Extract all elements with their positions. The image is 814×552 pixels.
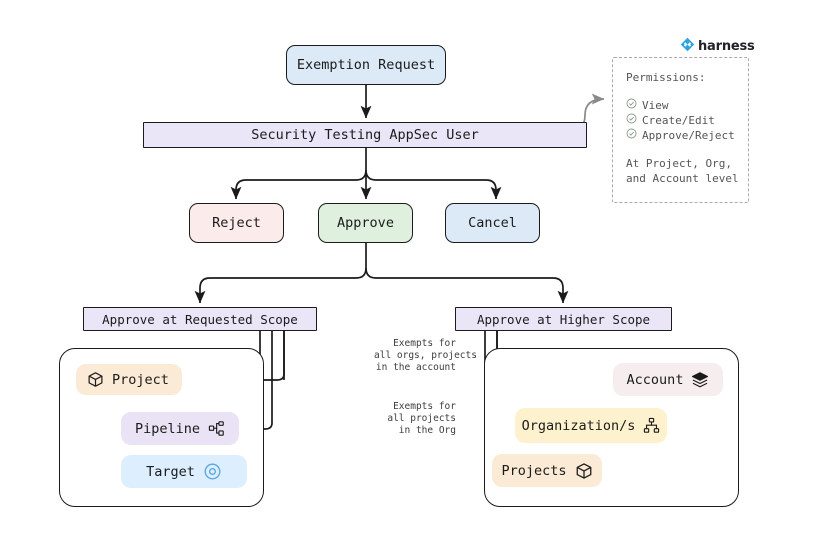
node-graph-icon: [208, 420, 225, 437]
permission-label: View: [642, 99, 669, 112]
check-circle-icon: [626, 113, 637, 128]
cube-icon: [575, 462, 593, 480]
node-exemption-request[interactable]: Exemption Request: [286, 45, 446, 85]
node-label: Cancel: [468, 215, 517, 231]
node-label: Security Testing AppSec User: [251, 127, 479, 143]
node-cancel[interactable]: Cancel: [445, 203, 540, 243]
node-label: Projects: [501, 462, 567, 479]
cube-icon: [87, 371, 104, 388]
node-target[interactable]: Target: [121, 455, 247, 488]
check-circle-icon: [626, 128, 637, 143]
node-label: Pipeline: [134, 420, 201, 437]
permissions-footer: At Project, Org, and Account level: [626, 157, 739, 185]
edge-label-exempts-account: Exempts for all orgs, projects in the ac…: [374, 338, 477, 373]
node-reject[interactable]: Reject: [189, 203, 284, 243]
permissions-panel: Permissions: View Create/Edit: [612, 57, 749, 203]
node-security-testing-appsec-user[interactable]: Security Testing AppSec User: [143, 122, 587, 148]
node-projects[interactable]: Projects: [492, 454, 602, 487]
check-circle-icon: [626, 98, 637, 113]
permissions-title: Permissions:: [626, 71, 706, 84]
node-label: Account: [626, 371, 684, 388]
node-approve-at-requested-scope[interactable]: Approve at Requested Scope: [83, 307, 317, 331]
harness-logo-text: harness: [698, 39, 755, 54]
node-label: Approve at Requested Scope: [102, 311, 298, 327]
node-label: Reject: [212, 215, 261, 231]
node-label: Approve at Higher Scope: [476, 311, 651, 327]
edge-label-exempts-org: Exempts for all projects in the Org: [387, 401, 456, 436]
target-circle-icon: [203, 462, 222, 481]
permission-label: Approve/Reject: [642, 129, 735, 142]
node-label: Project: [112, 371, 169, 388]
permission-item-approve-reject: Approve/Reject: [626, 128, 748, 143]
layers-icon: [691, 371, 709, 389]
node-organizations[interactable]: Organization/s: [515, 408, 667, 443]
node-label: Organization/s: [521, 417, 636, 434]
node-account[interactable]: Account: [613, 363, 723, 396]
permission-label: Create/Edit: [642, 114, 715, 127]
node-label: Exemption Request: [296, 57, 436, 73]
node-label: Target: [146, 463, 195, 480]
node-approve-at-higher-scope[interactable]: Approve at Higher Scope: [455, 307, 672, 331]
permission-item-view: View: [626, 98, 748, 113]
permission-item-create-edit: Create/Edit: [626, 113, 748, 128]
node-label: Approve: [337, 215, 394, 231]
harness-logo-icon: [680, 37, 695, 56]
node-project[interactable]: Project: [76, 364, 182, 395]
node-approve[interactable]: Approve: [318, 203, 413, 243]
node-pipeline[interactable]: Pipeline: [121, 412, 239, 445]
harness-logo: harness: [680, 37, 755, 56]
org-chart-icon: [643, 417, 660, 434]
